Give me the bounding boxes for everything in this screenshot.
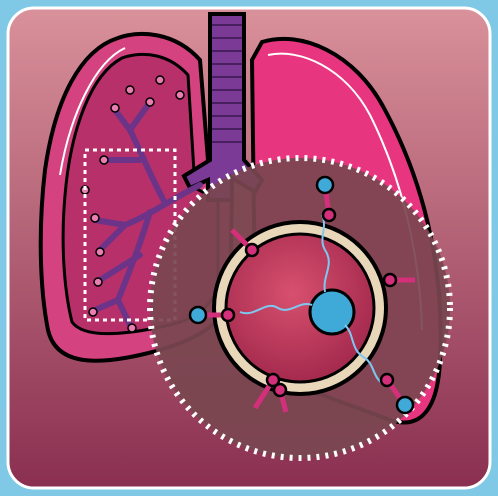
magnifier-icon xyxy=(150,158,450,458)
